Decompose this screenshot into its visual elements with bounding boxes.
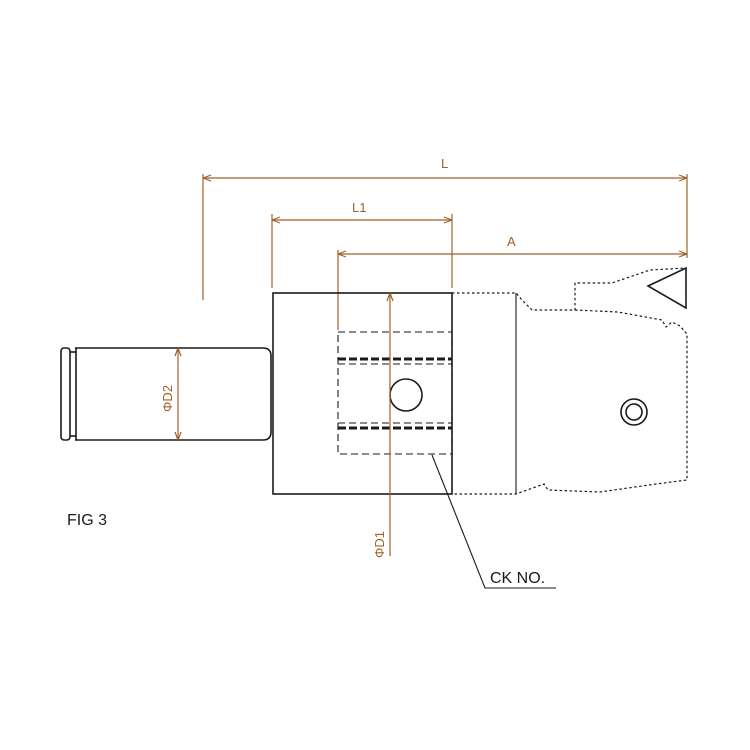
screw-hole (389, 378, 423, 412)
dimension-l-label: L (441, 156, 448, 171)
dimension-l: L (202, 156, 688, 300)
dimension-d2-label: ΦD2 (160, 385, 175, 412)
figure-label: FIG 3 (67, 512, 107, 529)
body-block (272, 292, 453, 495)
dimension-l1-label: L1 (352, 200, 366, 215)
dimension-a: A (337, 234, 688, 330)
insert-screw (620, 398, 648, 426)
part-callout: CK NO. (431, 454, 556, 589)
dimension-d2: ΦD2 (160, 347, 182, 441)
dimension-l1: L1 (271, 200, 453, 288)
shank (60, 347, 272, 441)
part-callout-label: CK NO. (490, 570, 545, 587)
dimension-d1: ΦD1 (372, 292, 394, 558)
dimension-a-label: A (507, 234, 516, 249)
cutting-head (452, 266, 688, 495)
dimension-d1-label: ΦD1 (372, 531, 387, 558)
